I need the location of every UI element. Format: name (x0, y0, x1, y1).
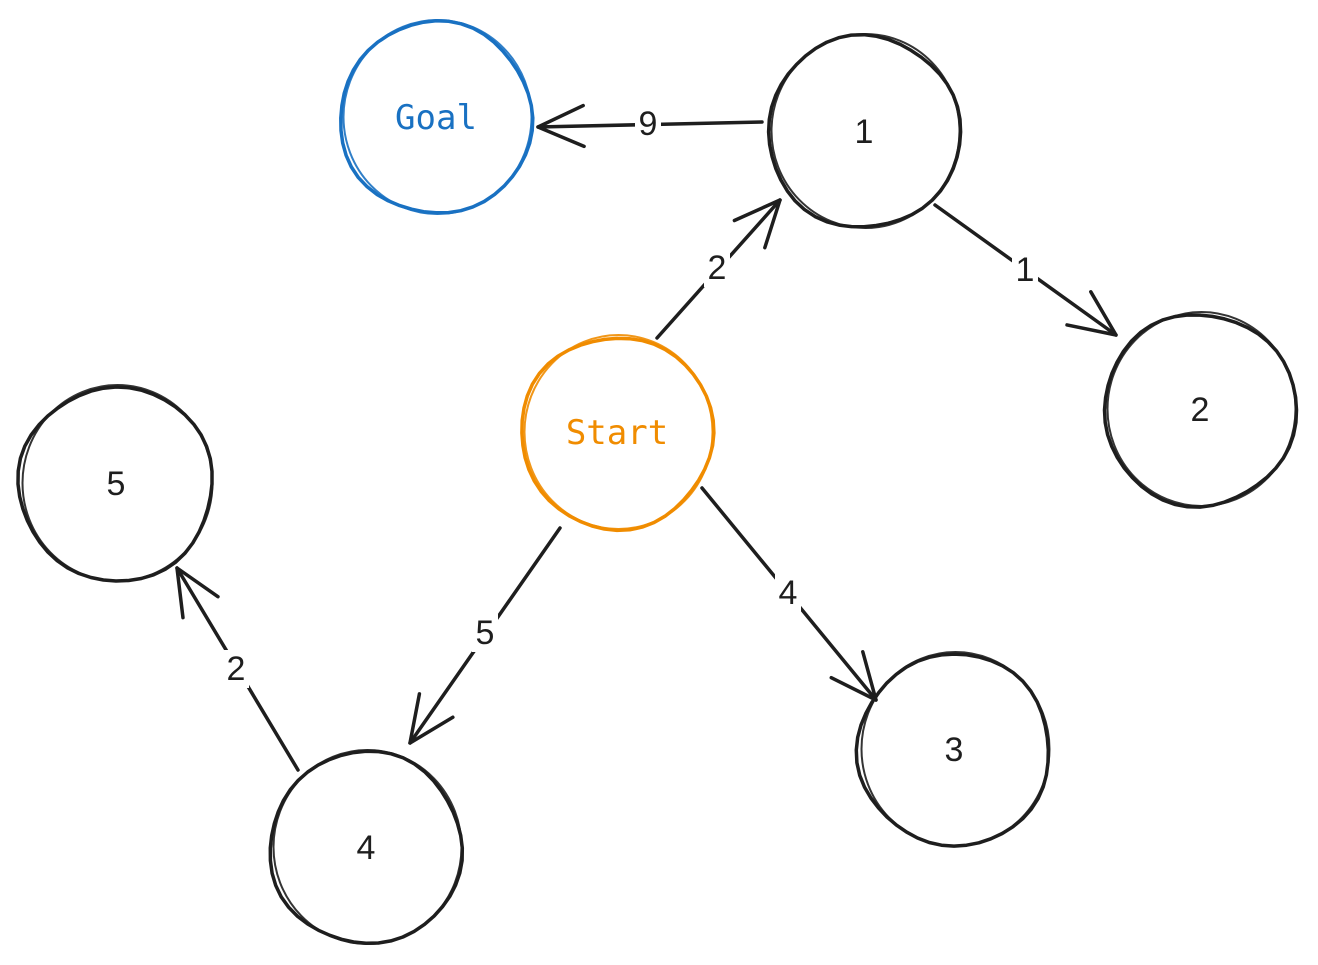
edges-layer: 9 2 1 4 5 2 (175, 103, 1118, 772)
edge-start-to-n3: 4 (700, 486, 878, 702)
edge-weight-label: 2 (227, 650, 246, 688)
edge-weight-background (775, 574, 801, 612)
edge-weight-label: 9 (639, 105, 658, 143)
arrowhead-icon (829, 650, 878, 702)
edge-n1-to-n2: 1 (933, 203, 1118, 337)
edge-weight-background (472, 614, 498, 652)
node-label: 3 (945, 731, 964, 769)
node-circle (16, 385, 214, 583)
node-circle-sketch (523, 334, 714, 530)
node-n4: 4 (268, 749, 465, 946)
edge-start-to-n4: 5 (408, 526, 562, 745)
edge-weight-background (1012, 251, 1038, 289)
node-label: Start (566, 413, 668, 453)
node-label: 2 (1191, 391, 1210, 429)
node-n2: 2 (1102, 311, 1299, 509)
node-label: 5 (107, 465, 126, 503)
arrowhead-icon (536, 103, 586, 149)
arrowhead-icon (732, 198, 782, 250)
node-circle-sketch (272, 749, 463, 945)
node-label: 1 (855, 113, 874, 151)
edge-weight-background (704, 249, 730, 287)
node-n5: 5 (16, 384, 214, 583)
edge-weight-label: 4 (779, 574, 798, 612)
arrowhead-icon (1065, 290, 1118, 337)
node-n3: 3 (854, 651, 1051, 848)
node-circle-sketch (860, 651, 1051, 847)
edge-weight-label: 1 (1016, 251, 1035, 289)
arrowhead-icon (175, 566, 220, 620)
node-start: Start (520, 334, 716, 533)
edge-start-to-n1: 2 (655, 198, 782, 340)
node-circle-sketch (770, 33, 961, 229)
node-label: Goal (395, 98, 477, 138)
arrowhead-icon (408, 692, 455, 745)
node-circle-sketch (1106, 311, 1297, 507)
edge-weight-background (223, 650, 249, 688)
node-n1: 1 (766, 32, 963, 229)
node-circle-sketch (342, 19, 533, 215)
edge-weight-label: 5 (476, 614, 495, 652)
node-circle (1102, 313, 1299, 509)
node-goal: Goal (339, 19, 535, 215)
edge-n1-to-goal: 9 (536, 103, 764, 149)
edge-weight-label: 2 (708, 249, 727, 287)
node-label: 4 (357, 829, 376, 867)
node-circle-sketch (21, 384, 214, 582)
edge-n4-to-n5: 2 (175, 566, 300, 772)
edge-weight-background (635, 105, 661, 143)
